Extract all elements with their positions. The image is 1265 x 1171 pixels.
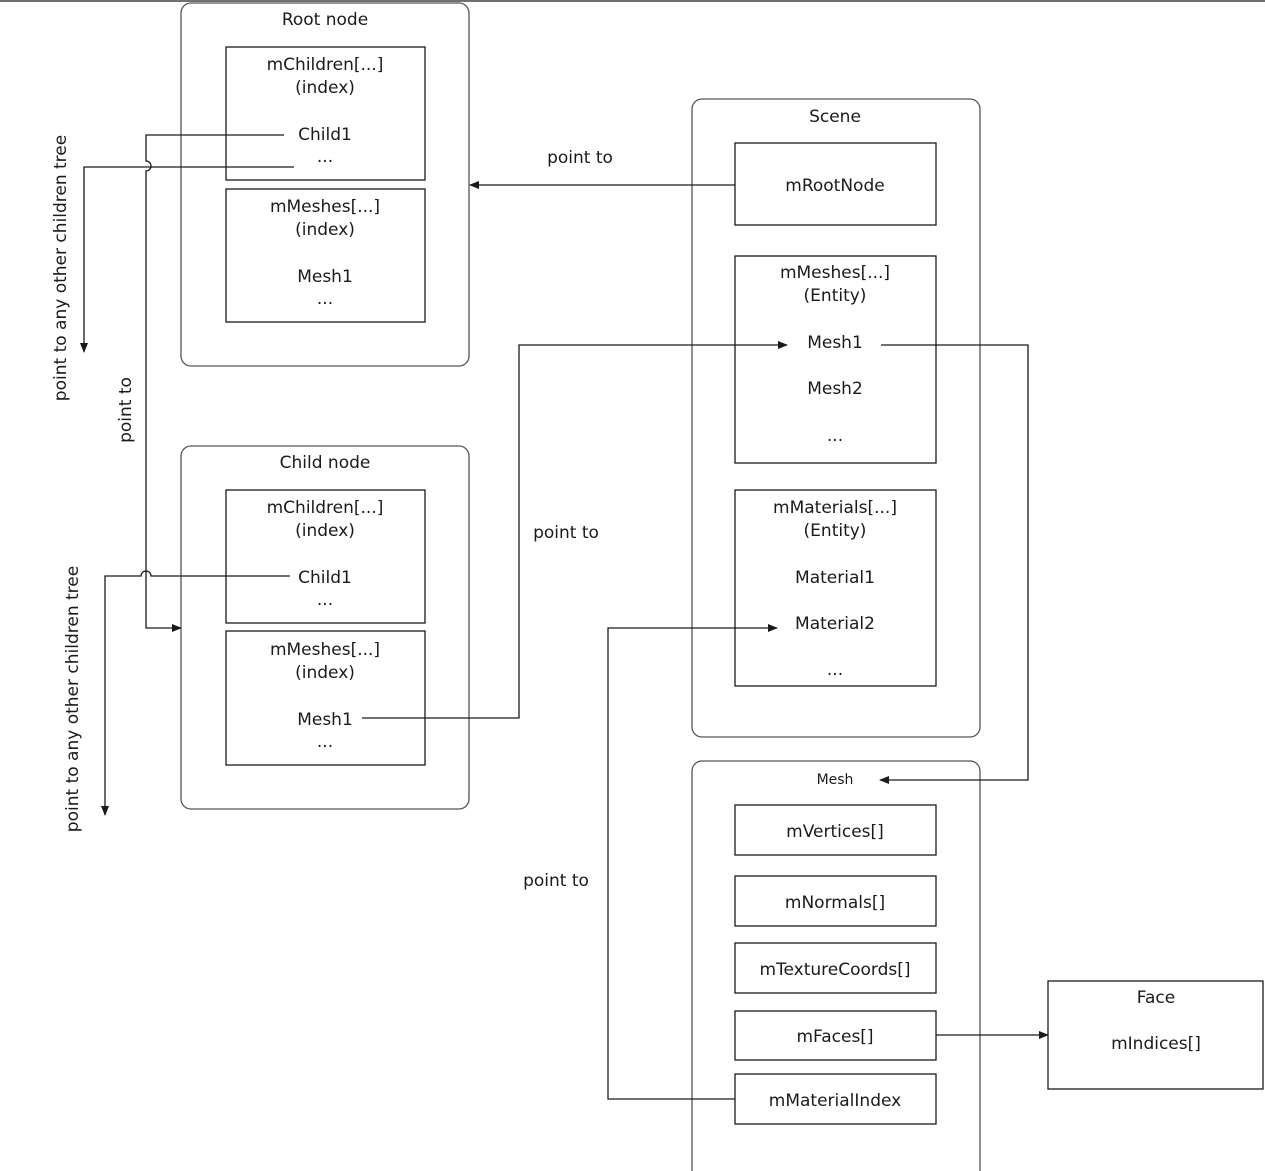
mesh-field-box-vertices [734,804,937,856]
mesh-field-vertices: mVertices[] [786,822,884,842]
scene-materials-item-more: ... [827,660,843,680]
root-meshes-item-mesh1: Mesh1 [297,267,353,287]
scene: Scene mRootNode mMeshes[...] (Entity) Me… [691,98,981,738]
mesh-field-texturecoords: mTextureCoords[] [759,960,910,980]
scene-materials-header-line2: (Entity) [804,521,867,541]
child-node: Child node mChildren[...] (index) Child1… [180,445,470,810]
child-children-item-more: ... [317,590,333,610]
root-node: Root node mChildren[...] (index) Child1 … [180,2,470,367]
scene-root-node-box [734,142,937,226]
child-meshes-item-mesh1: Mesh1 [297,710,353,730]
mesh-title: Mesh [817,772,854,788]
scene-meshes-item-mesh1: Mesh1 [807,333,863,353]
mesh-field-box-normals [734,875,937,927]
root-meshes-box [225,188,426,323]
mesh-field-box-texturecoords [734,942,937,994]
child-children-header-line1: mChildren[...] [267,498,384,518]
scene-materials-item-material2: Material2 [795,614,875,634]
child-node-title: Child node [280,453,371,473]
scene-meshes-header-line1: mMeshes[...] [780,263,890,283]
child-meshes-header-line2: (index) [295,663,355,683]
child-children-item-child1: Child1 [298,568,352,588]
arrow-scene-mesh1-to-mesh [879,344,1029,784]
arrow-child-mesh1-to-scene-mesh1 [362,341,788,719]
root-children-header-line2: (index) [295,78,355,98]
child-meshes-header-line1: mMeshes[...] [270,640,380,660]
arrow-root-child1-to-child-node [145,134,284,632]
mesh-field-box-materialindex [734,1073,937,1125]
label-point-to-mesh: point to [533,523,599,543]
child-meshes-item-more: ... [317,732,333,752]
mesh-field-box-faces [734,1010,937,1061]
root-children-header-line1: mChildren[...] [267,55,384,75]
label-point-to-any-root: point to any other children tree [51,135,71,401]
label-point-to-rootnode: point to [547,148,613,168]
mesh-field-faces: mFaces[] [796,1027,873,1047]
scene-meshes-item-more: ... [827,426,843,446]
scene-materials-item-material1: Material1 [795,568,875,588]
scene-meshes-item-mesh2: Mesh2 [807,379,863,399]
root-meshes-header-line2: (index) [295,220,355,240]
scene-title: Scene [809,107,861,127]
face: Face mIndices[] [1047,980,1264,1090]
child-children-box [225,489,426,624]
label-point-to-material: point to [523,871,589,891]
root-meshes-header-line1: mMeshes[...] [270,197,380,217]
root-children-box [225,46,426,181]
child-meshes-box [225,630,426,766]
scene-meshes-box [734,255,937,464]
mesh-field-normals: mNormals[] [785,893,885,913]
mesh: Mesh mVertices[] mNormals[] mTextureCoor… [691,760,981,1171]
root-children-item-child1: Child1 [298,125,352,145]
arrow-materialindex-to-material2 [607,624,778,1100]
label-point-to-any-child: point to any other children tree [63,566,83,832]
face-title: Face [1137,988,1175,1008]
arrow-child-child1-to-other-trees [101,570,290,816]
root-node-title: Root node [282,10,368,30]
face-indices: mIndices[] [1111,1034,1201,1054]
scene-root-node-label: mRootNode [785,176,884,196]
child-children-header-line2: (index) [295,521,355,541]
scene-materials-box [734,489,937,687]
arrow-root-more-to-other-trees [80,166,294,353]
scene-meshes-header-line2: (Entity) [804,286,867,306]
root-meshes-item-more: ... [317,289,333,309]
label-point-to-child-node: point to [116,377,136,443]
scene-materials-header-line1: mMaterials[...] [773,498,897,518]
mesh-field-materialindex: mMaterialIndex [769,1091,901,1111]
face-box [1047,980,1264,1090]
root-children-item-more: ... [317,147,333,167]
